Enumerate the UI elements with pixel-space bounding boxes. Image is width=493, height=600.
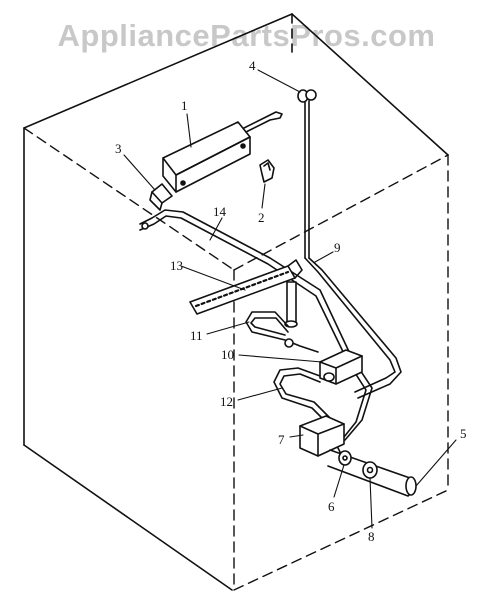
callout-12: 12 (220, 394, 233, 409)
callout-9: 9 (334, 240, 341, 255)
part-8-fitting (362, 461, 378, 479)
callout-2: 2 (258, 210, 265, 225)
cabinet-outline (23, 13, 449, 591)
part-3-bracket (149, 183, 173, 211)
callout-6: 6 (328, 499, 335, 514)
callout-11: 11 (190, 328, 203, 343)
pilot-assembly (284, 281, 298, 328)
part-11-thermocouple (245, 311, 319, 353)
part-6-fitting (338, 450, 352, 466)
site-watermark: AppliancePartsPros.com (57, 18, 436, 53)
callout-3: 3 (115, 141, 122, 156)
callout-4: 4 (249, 58, 256, 73)
part-14-pilot-tube (139, 209, 373, 443)
part-13-burner (189, 259, 303, 315)
callout-10: 10 (221, 347, 234, 362)
part-4-fitting (297, 89, 317, 259)
callout-5: 5 (460, 426, 467, 441)
callout-8: 8 (368, 529, 375, 544)
part-9-tube (304, 257, 402, 399)
callout-14: 14 (213, 204, 227, 219)
part-7-gas-valve (299, 415, 345, 457)
callout-labels: 1 2 3 4 5 6 7 8 9 10 11 12 13 14 (115, 58, 467, 544)
callout-13: 13 (170, 258, 183, 273)
callout-7: 7 (278, 432, 285, 447)
part-2-clip (259, 159, 275, 183)
callout-1: 1 (181, 98, 188, 113)
leader-lines (123, 69, 457, 529)
part-1-control-box (162, 111, 283, 193)
part-10-safety-valve (319, 349, 363, 385)
